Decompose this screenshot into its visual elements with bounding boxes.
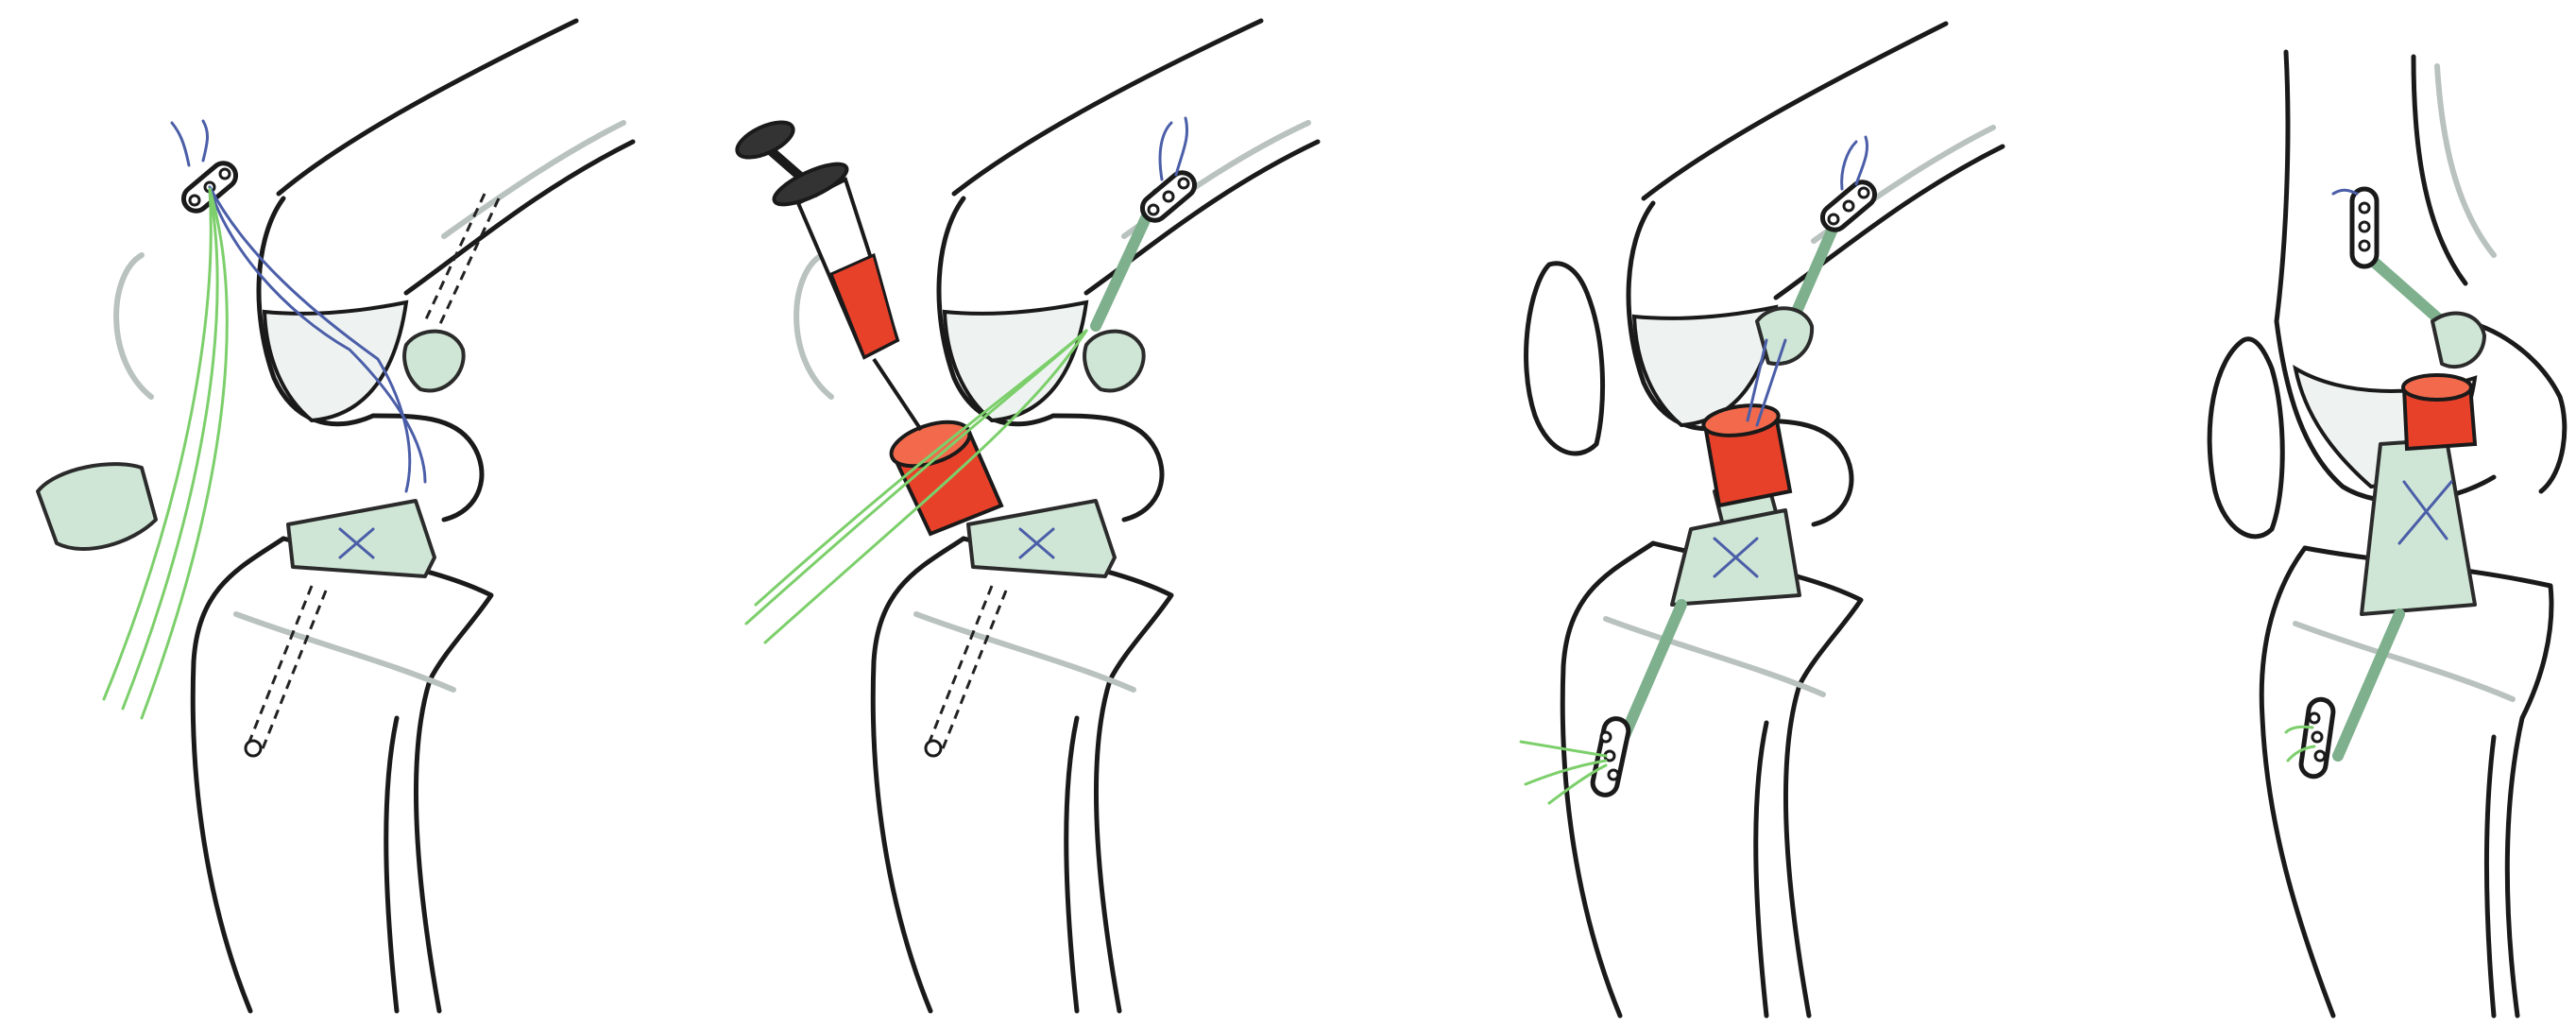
tibia-shading: [236, 614, 453, 690]
tibial-tunnel-a: [928, 586, 992, 746]
tibia-anterior-outline: [193, 539, 283, 1011]
tunnel-exit: [926, 741, 941, 756]
tibial-button-4: [2299, 698, 2334, 779]
tibial-button-3: [1591, 716, 1630, 797]
femoral-button-4: [2352, 189, 2377, 266]
green-suture-2: [123, 189, 217, 709]
blue-suture-end: [2333, 190, 2357, 194]
fibula-outline: [386, 718, 397, 1011]
femoral-tunnel-upper: [425, 194, 485, 321]
bone-fragment: [1757, 308, 1812, 364]
fibula-outline: [2487, 737, 2495, 1016]
femur-anterior-outline: [1644, 24, 1946, 198]
graft-body: [2362, 439, 2475, 614]
green-suture-1: [104, 189, 211, 699]
needle: [874, 359, 921, 430]
red-plug-seated: [1701, 402, 1790, 505]
tibia-posterior-outline: [2305, 548, 2551, 1016]
tibia-shading: [2295, 624, 2513, 699]
patella-ghost: [116, 255, 151, 397]
tibial-tunnel-b: [942, 591, 1006, 751]
bone-fragment: [1084, 332, 1144, 391]
green-suture-3: [142, 189, 227, 718]
red-plug-final: [2403, 375, 2475, 449]
femur-posterior-outline: [406, 142, 633, 293]
blue-suture-ends: [172, 121, 208, 165]
tibia-anterior-outline: [2261, 548, 2333, 1016]
fibula-outline: [1066, 718, 1077, 1011]
bone-fragment: [404, 332, 464, 391]
bone-fragment: [2432, 314, 2484, 368]
tunnel-exit: [246, 741, 261, 756]
femur-anterior-outline: [954, 21, 1261, 194]
red-plug-top: [2403, 375, 2471, 400]
tibial-tunnel-a: [247, 586, 312, 746]
panel-1: [38, 21, 633, 1011]
plunger-head: [732, 115, 798, 164]
panel-3: [1521, 24, 2003, 1016]
panel-4: [2209, 52, 2565, 1016]
syringe: [732, 115, 921, 430]
panel-2: [732, 21, 1318, 1011]
red-plug-injected: [886, 414, 1001, 534]
tibial-tunnel-b: [262, 591, 326, 751]
blue-suture-ends: [1160, 118, 1187, 180]
meniscus-shape: [264, 302, 406, 420]
free-graft-block: [38, 464, 156, 549]
femoral-tunnel-graft: [2366, 255, 2447, 326]
tibial-tunnel-graft: [2338, 614, 2399, 756]
femur-anterior-outline: [2277, 52, 2288, 321]
tibia-shading: [916, 614, 1134, 690]
femur-shading: [2437, 66, 2494, 255]
fibula-outline: [1756, 723, 1766, 1016]
tibia-shading: [1606, 619, 1823, 694]
femur-anterior-outline: [279, 21, 576, 194]
patella: [2209, 339, 2282, 537]
femur-shading: [444, 123, 623, 236]
patella: [1527, 264, 1603, 454]
patella-ghost: [796, 255, 831, 397]
tibia-anterior-outline: [873, 539, 964, 1011]
